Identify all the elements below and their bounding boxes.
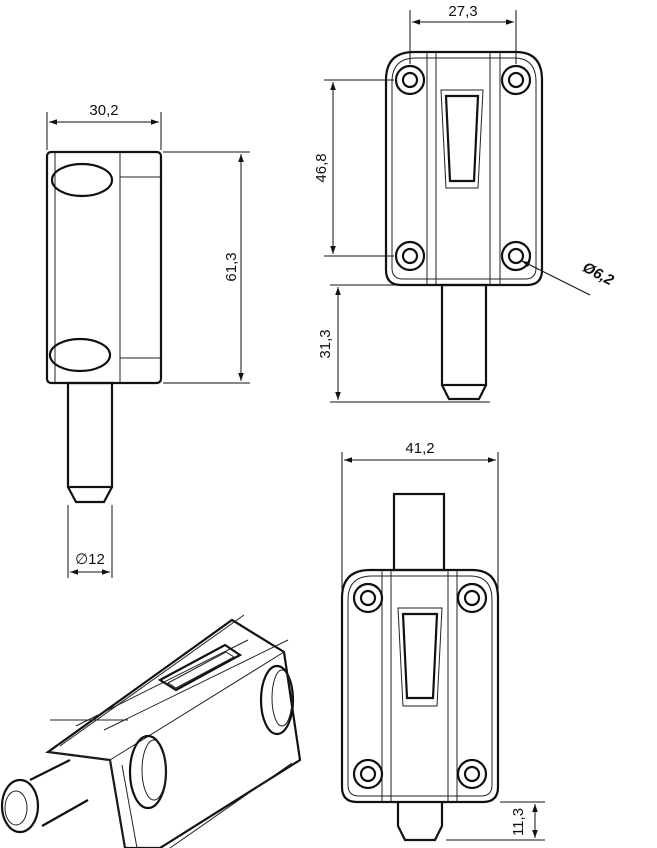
side-view xyxy=(45,112,250,578)
dim-bottom-pin-length: 11,3 xyxy=(510,808,527,836)
dim-pin-length: 31,3 xyxy=(317,329,334,358)
dim-bottom-width: 41,2 xyxy=(405,440,434,457)
dim-side-height: 61,3 xyxy=(223,252,240,281)
dim-side-width: 30,2 xyxy=(89,102,118,119)
dim-hole-diameter: Ø6,2 xyxy=(580,259,617,290)
isometric-view xyxy=(0,614,302,848)
dim-hole-spacing-y: 46,8 xyxy=(313,153,330,182)
dim-hole-spacing-x: 27,3 xyxy=(448,3,477,20)
front-view xyxy=(324,10,591,403)
bottom-view xyxy=(340,452,545,842)
dim-pin-diameter: ∅12 xyxy=(75,551,105,568)
